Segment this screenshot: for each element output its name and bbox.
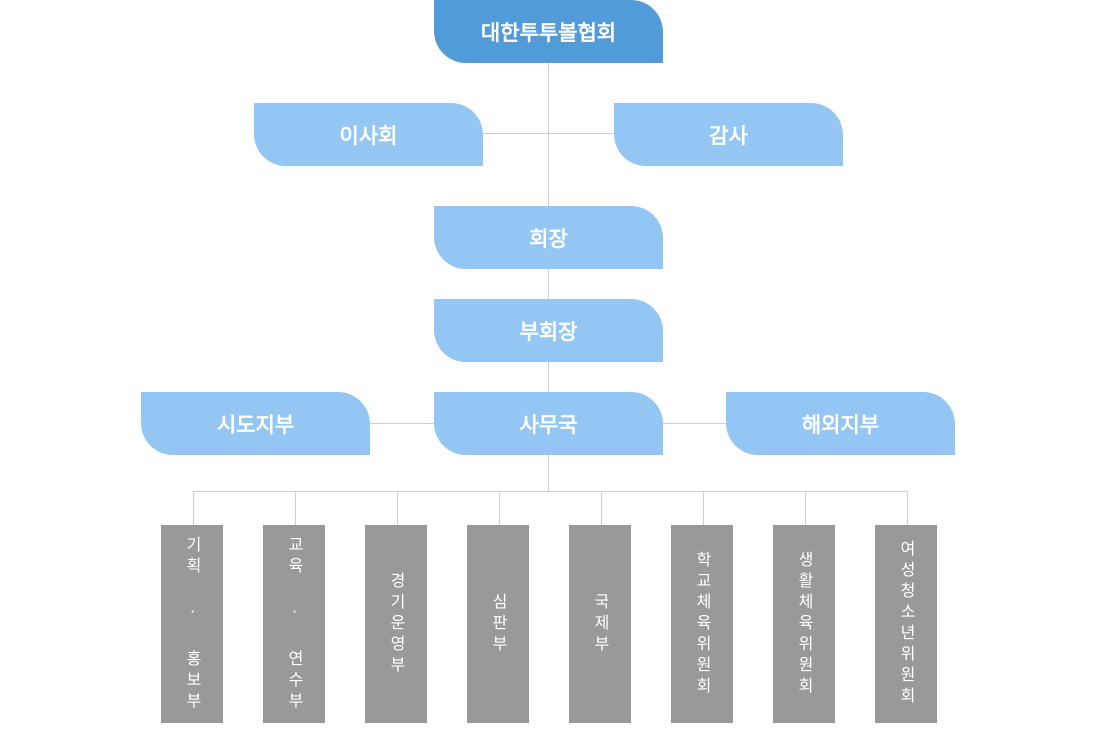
board-label: 이사회: [339, 123, 398, 148]
audit-box: 감사: [614, 103, 843, 166]
department-label: 심판부: [489, 592, 508, 656]
connector-dept-4: [499, 491, 500, 525]
regional-branch-label: 시도지부: [216, 412, 295, 437]
association-label: 대한투투볼협회: [480, 20, 617, 45]
vice-president-box: 부회장: [434, 299, 663, 362]
connector-departments-horizontal: [193, 491, 907, 492]
connector-dept-7: [805, 491, 806, 525]
audit-label: 감사: [709, 123, 748, 148]
department-label: 기획 · 홍보부: [183, 535, 202, 713]
secretariat-label: 사무국: [519, 412, 578, 437]
connector-dept-5: [601, 491, 602, 525]
department-competition-operations: 경기운영부: [365, 525, 427, 723]
department-education-training: 교육 · 연수부: [263, 525, 325, 723]
connector-dept-8: [907, 491, 908, 525]
vice-president-label: 부회장: [519, 319, 578, 344]
overseas-branch-box: 해외지부: [726, 392, 955, 455]
connector-main-vertical: [548, 63, 549, 491]
regional-branch-box: 시도지부: [141, 392, 370, 455]
department-label: 경기운영부: [387, 571, 406, 677]
department-label: 교육 · 연수부: [285, 535, 304, 713]
department-community-sports: 생활체육위원회: [773, 525, 835, 723]
department-label: 여성청소년위원회: [897, 540, 916, 708]
connector-dept-1: [193, 491, 194, 525]
department-international: 국제부: [569, 525, 631, 723]
department-women-youth: 여성청소년위원회: [875, 525, 937, 723]
connector-dept-3: [397, 491, 398, 525]
department-planning-pr: 기획 · 홍보부: [161, 525, 223, 723]
department-label: 국제부: [591, 592, 610, 656]
department-referee: 심판부: [467, 525, 529, 723]
department-label: 생활체육위원회: [795, 550, 814, 698]
connector-dept-6: [703, 491, 704, 525]
overseas-branch-label: 해외지부: [801, 412, 880, 437]
connector-overseas: [663, 423, 726, 424]
board-box: 이사회: [254, 103, 483, 166]
president-box: 회장: [434, 206, 663, 269]
secretariat-box: 사무국: [434, 392, 663, 455]
department-school-sports: 학교체육위원회: [671, 525, 733, 723]
connector-board-audit: [483, 133, 614, 134]
association-box: 대한투투볼협회: [434, 0, 663, 63]
connector-regional: [370, 423, 434, 424]
connector-dept-2: [295, 491, 296, 525]
president-label: 회장: [529, 226, 568, 251]
department-label: 학교체육위원회: [693, 550, 712, 698]
